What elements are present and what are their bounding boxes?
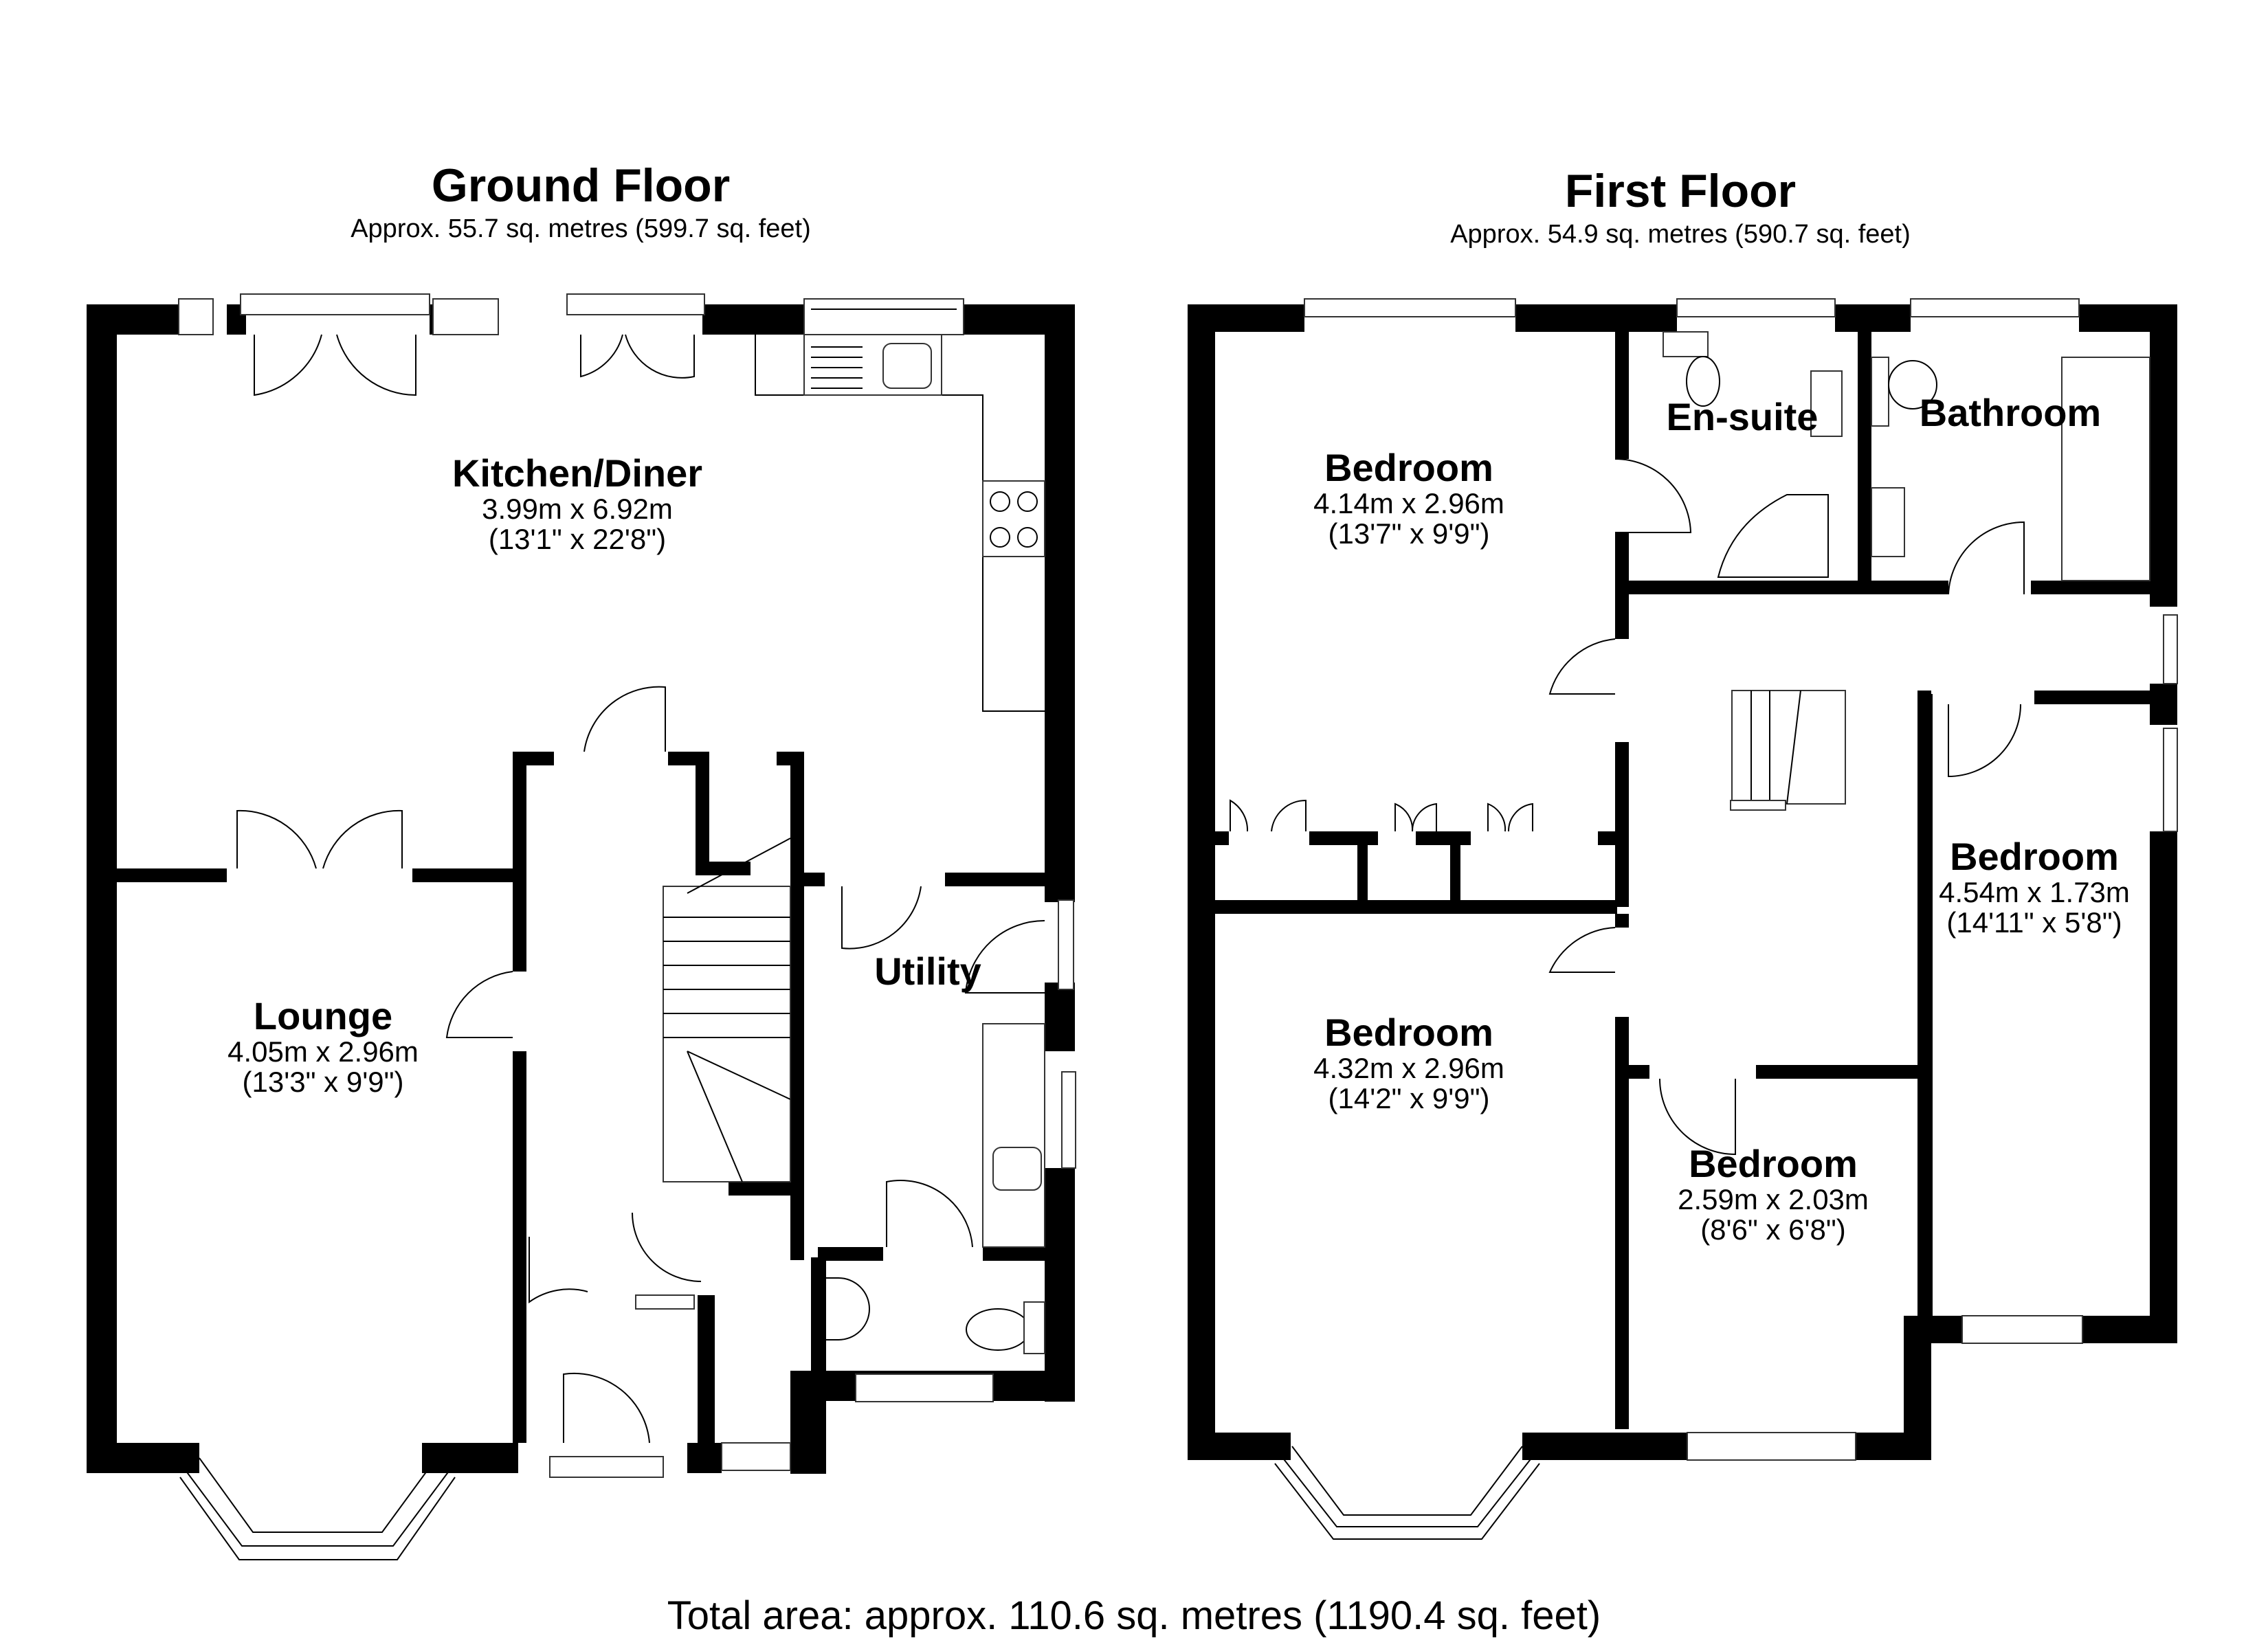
- room-imperial: (14'11" x 5'8"): [1946, 906, 2122, 939]
- room-name: Bedroom: [1950, 835, 2119, 878]
- first-floor-title: First Floor: [1564, 165, 1797, 217]
- room-name: Utility: [874, 950, 981, 993]
- room-bathroom: Bathroom: [1897, 391, 2124, 434]
- room-imperial: (13'7" x 9'9"): [1328, 517, 1490, 550]
- room-name: Lounge: [253, 994, 393, 1037]
- ground-floor-title: Ground Floor: [431, 159, 731, 212]
- room-imperial: (13'3" x 9'9"): [242, 1065, 404, 1098]
- total-area: Total area: approx. 110.6 sq. metres (11…: [667, 1593, 1601, 1638]
- room-imperial: (13'1" x 22'8"): [488, 522, 667, 555]
- room-bedroom-1: Bedroom 4.14m x 2.96m (13'7" x 9'9"): [1271, 446, 1546, 550]
- room-en-suite: En-suite: [1639, 395, 1845, 438]
- room-bedroom-2: Bedroom 4.54m x 1.73m (14'11" x 5'8"): [1917, 835, 2151, 939]
- room-name: Bathroom: [1919, 391, 2102, 434]
- room-name: Bedroom: [1689, 1142, 1858, 1185]
- room-imperial: (14'2" x 9'9"): [1328, 1081, 1490, 1114]
- room-bedroom-3: Bedroom 4.32m x 2.96m (14'2" x 9'9"): [1271, 1011, 1546, 1114]
- room-metric: 4.54m x 1.73m: [1939, 875, 2130, 908]
- room-metric: 3.99m x 6.92m: [482, 492, 673, 525]
- first-floor-area: Approx. 54.9 sq. metres (590.7 sq. feet): [1450, 220, 1911, 249]
- room-metric: 4.32m x 2.96m: [1313, 1051, 1504, 1084]
- room-name: Bedroom: [1324, 1011, 1493, 1054]
- room-bedroom-4: Bedroom 2.59m x 2.03m (8'6" x 6'8"): [1636, 1142, 1911, 1246]
- ground-floor-plan: [87, 293, 1076, 1560]
- room-kitchen-diner: Kitchen/Diner 3.99m x 6.92m (13'1" x 22'…: [385, 453, 770, 554]
- room-name: En-suite: [1666, 395, 1819, 438]
- room-metric: 2.59m x 2.03m: [1678, 1182, 1869, 1215]
- room-lounge: Lounge 4.05m x 2.96m (13'3" x 9'9"): [179, 996, 467, 1097]
- room-imperial: (8'6" x 6'8"): [1700, 1213, 1846, 1246]
- room-utility: Utility: [852, 950, 1003, 993]
- ground-floor-area: Approx. 55.7 sq. metres (599.7 sq. feet): [351, 214, 811, 243]
- room-metric: 4.05m x 2.96m: [227, 1035, 419, 1068]
- room-name: Kitchen/Diner: [452, 451, 703, 495]
- room-name: Bedroom: [1324, 446, 1493, 489]
- first-floor-plan: [1188, 298, 2178, 1540]
- room-metric: 4.14m x 2.96m: [1313, 486, 1504, 519]
